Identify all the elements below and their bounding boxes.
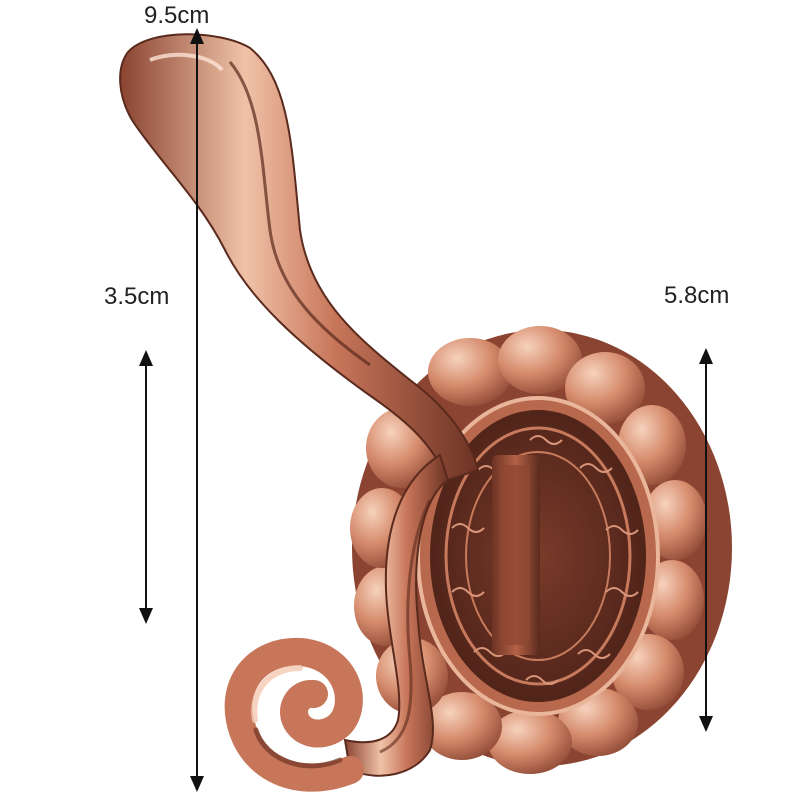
base-petal [428, 338, 512, 406]
hook-gap-arrow [139, 350, 153, 624]
base-scroll-ornament [451, 435, 639, 685]
upper-arm-groove [228, 61, 371, 367]
base-petal [422, 692, 502, 760]
upper-hook-arm [119, 33, 480, 482]
total-height-label: 9.5cm [144, 2, 210, 29]
total-height-arrow [190, 28, 204, 792]
upper-arm-highlight [149, 52, 224, 72]
base-pattern-band [465, 451, 611, 661]
hook-curl-shadow [253, 727, 343, 769]
hook-curl-highlight [251, 665, 303, 723]
base-petal [565, 352, 645, 424]
hook-curl [224, 637, 364, 792]
hook-gap-label: 3.5cm [104, 283, 170, 310]
lower-hook-arm [343, 453, 450, 777]
hook-stem-face [500, 465, 530, 645]
base-petal [488, 710, 572, 774]
base-pattern-band [444, 426, 632, 686]
base-diameter-label: 5.8cm [664, 282, 730, 309]
lower-arm-groove [379, 499, 432, 754]
base-diameter-arrow [699, 348, 713, 732]
base-petal [498, 326, 582, 394]
